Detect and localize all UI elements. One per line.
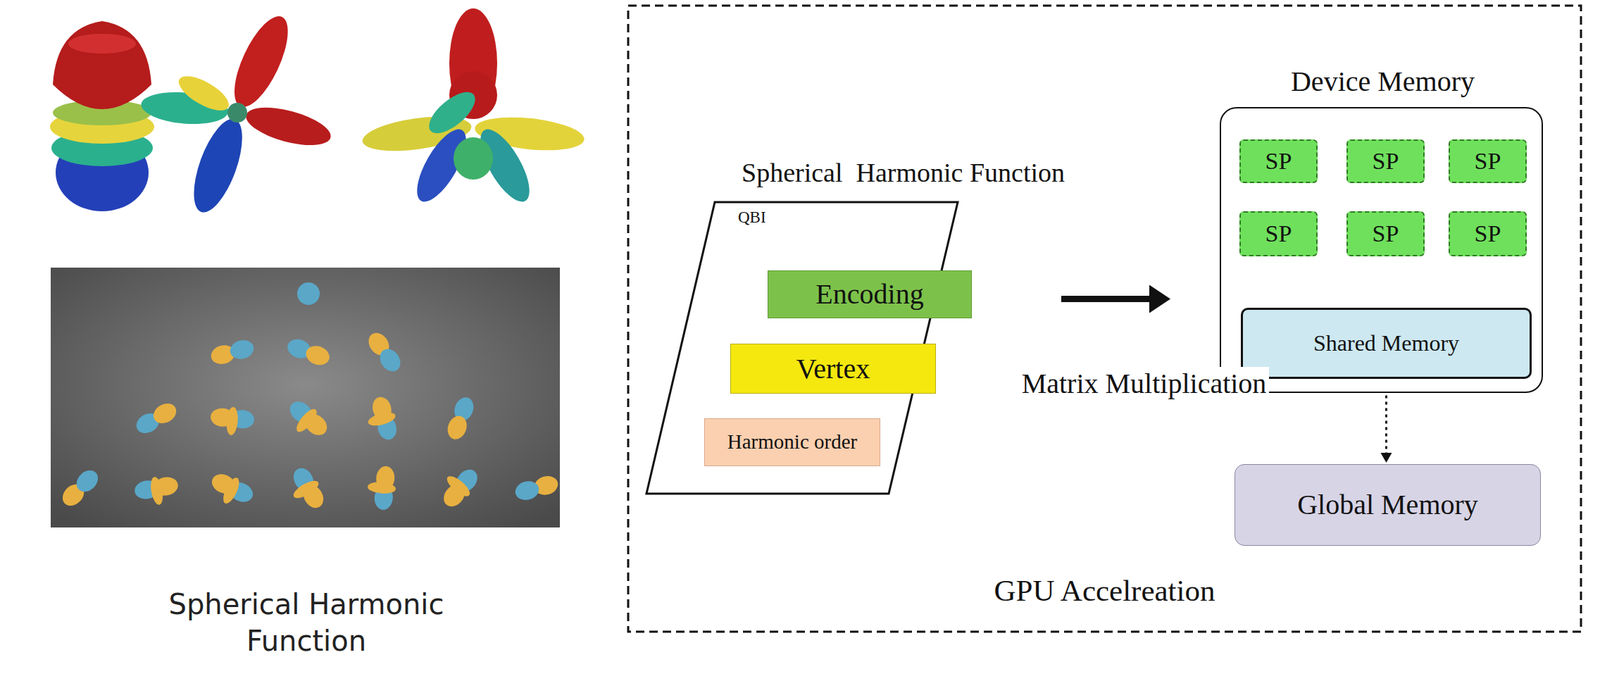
heading-label: GPU Accelreation <box>627 572 1582 610</box>
group-tag: QBI <box>738 207 767 228</box>
sp-box: SP <box>1448 211 1527 257</box>
box-label: Shared Memory <box>1309 330 1464 357</box>
harmonic-lobe <box>444 394 477 442</box>
harmonic-lobe <box>284 335 332 369</box>
device-memory-box: Device MemorySPSPSPSPSPSPShared Memory <box>1219 107 1543 393</box>
box-label: SP <box>1261 219 1297 248</box>
box-label: SP <box>1470 219 1506 248</box>
parallelogram-block: Spherical Harmonic FunctionQBIEncodingVe… <box>645 200 960 496</box>
harmonic-lobe <box>205 468 258 512</box>
global-memory-box: Global Memory <box>1234 464 1541 546</box>
harmonic-order-box: Harmonic order <box>704 418 881 467</box>
box-label: SP <box>1470 147 1506 175</box>
sp-box: SP <box>1239 211 1318 257</box>
encoding-box: Encoding <box>767 270 972 319</box>
harmonic-lobe <box>280 395 333 446</box>
harmonic-lobe <box>283 463 330 516</box>
box-label: SP <box>1261 147 1297 175</box>
box-label: Harmonic order <box>723 430 862 454</box>
edge-label: Matrix Multiplication <box>1019 366 1270 400</box>
harmonic-lobe <box>209 337 257 367</box>
harmonic-lobe <box>133 473 181 509</box>
harmonic-lobe <box>133 399 181 438</box>
harmonic-pyramid <box>58 282 560 516</box>
box-label: Encoding <box>811 278 928 311</box>
box-label: SP <box>1368 219 1404 248</box>
harmonic-lobe <box>297 282 320 305</box>
harmonic-blob <box>50 21 155 212</box>
box-label: Global Memory <box>1292 488 1483 522</box>
harmonic-lobe <box>58 466 103 510</box>
harmonic-lobe <box>364 328 405 376</box>
dashed-group: GPU Accelreation Spherical Harmonic Funct… <box>627 4 1582 633</box>
connector-arrow <box>1061 285 1171 314</box>
dashed-frame <box>628 5 1581 632</box>
vertex-box: Vertex <box>730 343 936 394</box>
harmonic-lobe <box>513 473 561 503</box>
heading-label: Device Memory <box>1221 64 1545 99</box>
sp-box: SP <box>1448 139 1527 184</box>
box-label: SP <box>1368 147 1404 175</box>
shared-memory-box: Shared Memory <box>1240 307 1532 379</box>
box-label: Vertex <box>792 352 874 386</box>
harmonic-lobe <box>209 404 255 437</box>
harmonic-lobe <box>365 464 398 511</box>
sp-box: SP <box>1346 139 1425 184</box>
harmonic-blob <box>140 9 335 219</box>
harmonic-lobe <box>433 460 484 512</box>
sp-box: SP <box>1239 139 1318 184</box>
harmonic-lobe <box>362 394 402 444</box>
figure-caption: Spherical Harmonic Function <box>130 585 483 660</box>
harmonic-blob <box>360 8 586 209</box>
harmonic-panel <box>50 267 560 528</box>
heading-label: Spherical Harmonic Function <box>741 157 1065 190</box>
sp-box: SP <box>1346 211 1425 257</box>
